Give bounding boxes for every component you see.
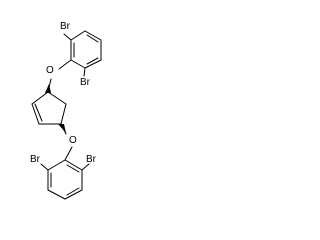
bottom-right-br-bond	[81, 163, 90, 171]
bottom-left-br-label: Br	[30, 154, 41, 165]
top-o-bond	[58, 59, 72, 70]
top-right-br-bond	[83, 67, 86, 77]
bottom-oxygen-label: O	[69, 135, 77, 146]
top-right-br-label: Br	[80, 77, 91, 88]
top-benzene-ring	[70, 30, 102, 69]
top-stereo-wedge	[45, 84, 51, 93]
top-left-br-label: Br	[60, 21, 71, 32]
cyclopentene-ring	[31, 91, 67, 125]
molecule-structure: Br Br O O Br Br	[30, 21, 102, 200]
bottom-o-ring-bond	[60, 123, 67, 135]
top-oxygen-label: O	[46, 65, 54, 76]
bottom-o-bond	[64, 146, 73, 161]
bottom-benzene-ring	[47, 159, 83, 200]
bottom-left-br-bond	[40, 163, 49, 171]
top-left-br-bond	[63, 33, 72, 41]
bottom-right-br-label: Br	[86, 154, 97, 165]
